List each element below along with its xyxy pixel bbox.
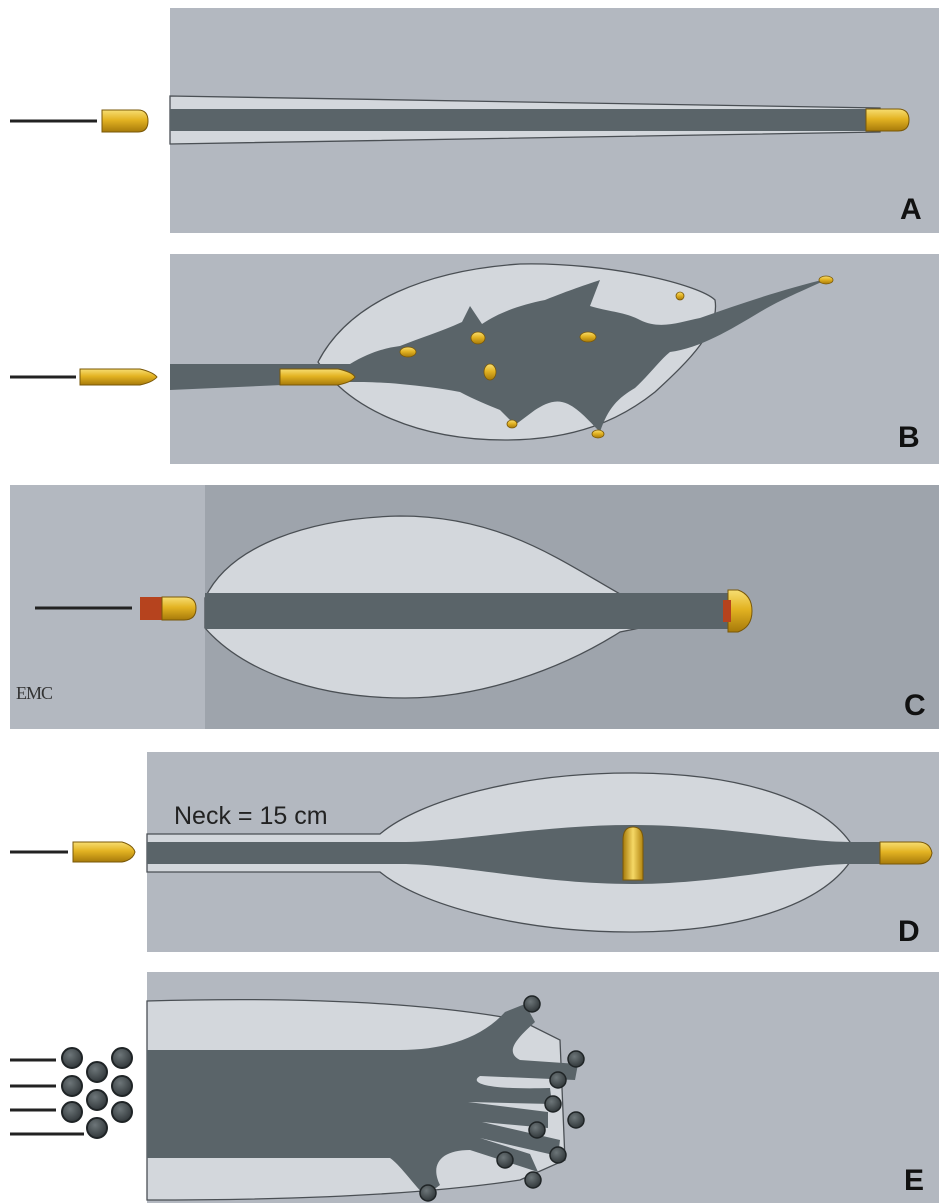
panel-d-label: D bbox=[898, 915, 920, 948]
panel-b-fragment bbox=[471, 332, 485, 344]
panel-c-bullet-copper-base bbox=[723, 600, 731, 622]
panel-c-incoming-bullet bbox=[162, 597, 196, 620]
panel-c-signature: EMC bbox=[16, 683, 53, 703]
pellet bbox=[545, 1096, 561, 1112]
panel-b-label: B bbox=[898, 421, 920, 454]
panel-d-exit-bullet bbox=[880, 842, 932, 864]
panel-e-label: E bbox=[904, 1164, 924, 1197]
panel-b-fragment bbox=[400, 347, 416, 357]
panel-a-exit-bullet bbox=[866, 109, 909, 131]
panel-c-label: C bbox=[904, 689, 926, 722]
pellet bbox=[112, 1102, 132, 1122]
panel-a-incoming-bullet bbox=[102, 110, 148, 132]
pellet bbox=[568, 1051, 584, 1067]
panel-c-incoming-bullet-copper bbox=[140, 597, 164, 620]
pellet bbox=[112, 1076, 132, 1096]
panel-b-fragment bbox=[484, 364, 496, 380]
panel-a-label: A bbox=[900, 193, 922, 226]
panel-c-wound-track bbox=[205, 593, 735, 629]
pellet bbox=[112, 1048, 132, 1068]
pellet bbox=[87, 1118, 107, 1138]
panel-a-wound-track bbox=[170, 109, 870, 131]
pellet bbox=[62, 1076, 82, 1096]
pellet bbox=[568, 1112, 584, 1128]
pellet bbox=[497, 1152, 513, 1168]
panel-d: Neck = 15 cm D bbox=[10, 752, 939, 952]
panel-b-incoming-bullet bbox=[80, 369, 157, 385]
panel-b: B bbox=[10, 254, 939, 464]
panel-b-fragment bbox=[507, 420, 517, 428]
pellet bbox=[62, 1048, 82, 1068]
panel-e-incoming-pellet-cluster bbox=[62, 1048, 132, 1138]
pellet bbox=[550, 1072, 566, 1088]
panel-b-bullet-in-track bbox=[280, 369, 355, 385]
pellet bbox=[87, 1090, 107, 1110]
panel-c: EMC C bbox=[10, 485, 939, 729]
pellet bbox=[529, 1122, 545, 1138]
panel-d-incoming-bullet bbox=[73, 842, 135, 862]
panel-d-neck-label: Neck = 15 cm bbox=[174, 802, 328, 830]
pellet bbox=[87, 1062, 107, 1082]
panel-b-fragment bbox=[580, 332, 596, 342]
pellet bbox=[420, 1185, 436, 1201]
pellet bbox=[524, 996, 540, 1012]
panel-b-fragment bbox=[676, 292, 684, 300]
panel-a: A bbox=[10, 8, 939, 233]
panel-b-fragment bbox=[592, 430, 604, 438]
panel-d-tumbling-bullet bbox=[623, 827, 643, 880]
panel-e: E bbox=[10, 972, 939, 1203]
pellet bbox=[62, 1102, 82, 1122]
pellet bbox=[525, 1172, 541, 1188]
panel-b-fragment bbox=[819, 276, 833, 284]
pellet bbox=[550, 1147, 566, 1163]
